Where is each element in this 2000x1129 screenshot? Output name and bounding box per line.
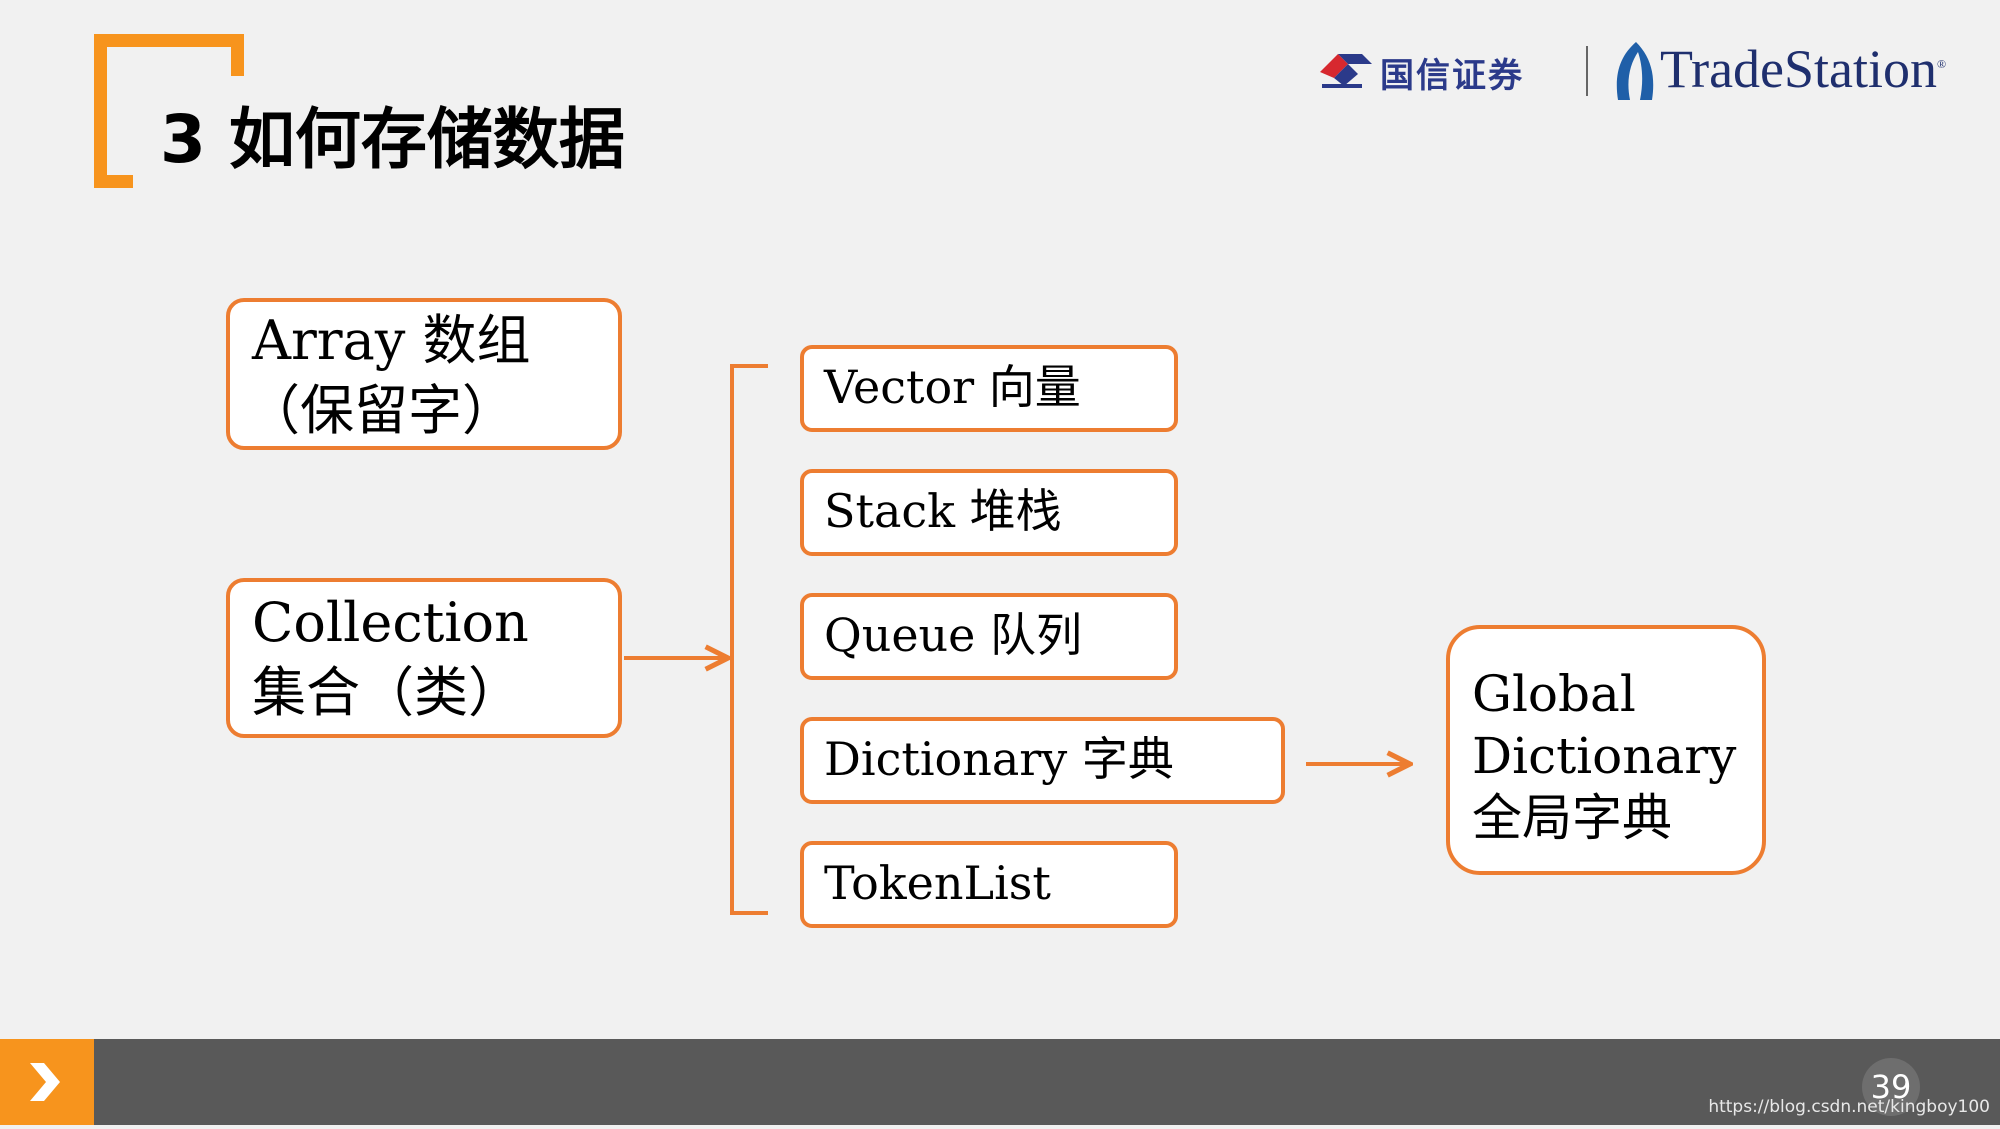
footer-chevron-box	[0, 1039, 94, 1125]
chevron-right-icon	[30, 1063, 60, 1101]
tradestation-logo-icon	[1616, 42, 1654, 100]
global-box-line3: 全局字典	[1472, 789, 1672, 847]
global-box-line1: Global	[1472, 665, 1636, 723]
brand-logos: 国信证券 TradeStation®	[1312, 36, 1972, 106]
logo-divider	[1586, 46, 1588, 96]
dictionary-box: Dictionary 字典	[800, 717, 1285, 804]
array-box-line2: （保留字）	[246, 379, 516, 442]
title-corner-bracket	[94, 34, 244, 188]
collection-types-bracket	[730, 364, 768, 915]
guosen-logo-icon	[1320, 54, 1372, 88]
registered-mark: ®	[1937, 57, 1947, 71]
page-number: 39	[1862, 1058, 1920, 1116]
tradestation-name: TradeStation®	[1660, 38, 1946, 100]
array-box-line1: Array 数组	[252, 309, 531, 372]
collection-box: Collection 集合（类）	[226, 578, 622, 738]
global-dictionary-box: Global Dictionary 全局字典	[1446, 625, 1766, 875]
array-box: Array 数组 （保留字）	[226, 298, 622, 450]
queue-box: Queue 队列	[800, 593, 1178, 680]
vector-box: Vector 向量	[800, 345, 1178, 432]
tradestation-name-text: TradeStation	[1660, 39, 1938, 99]
collection-box-line2: 集合（类）	[252, 661, 522, 724]
collection-box-line1: Collection	[252, 591, 529, 654]
guosen-name: 国信证券	[1380, 56, 1524, 96]
source-watermark: https://blog.csdn.net/kingboy100	[1708, 1097, 1990, 1117]
global-box-line2: Dictionary	[1472, 727, 1737, 785]
stack-box: Stack 堆栈	[800, 469, 1178, 556]
slide-title: 3 如何存储数据	[160, 101, 625, 178]
tokenlist-box: TokenList	[800, 841, 1178, 928]
footer-bar	[0, 1039, 2000, 1125]
